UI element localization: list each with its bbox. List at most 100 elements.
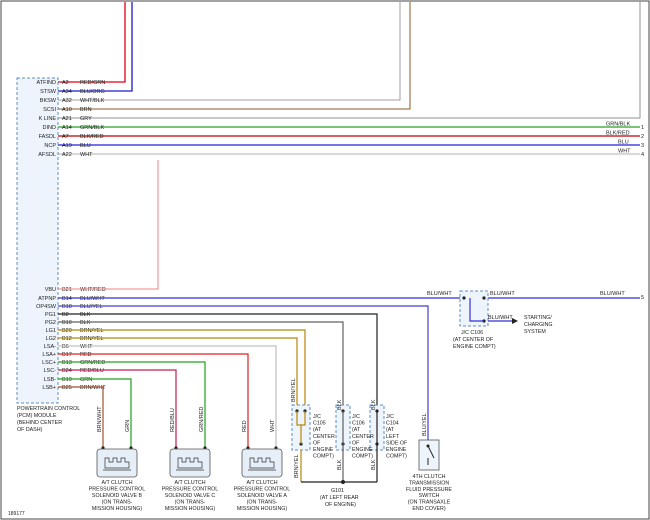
wire-b25 (58, 386, 104, 448)
pcm-wire-color: BLU/ORG (80, 89, 105, 95)
wire-a34 (58, 2, 133, 92)
output-1-wire: GRN/BLK (606, 122, 630, 128)
pcm-wire-color: GRN (80, 377, 92, 383)
solenoid-coil-icon (249, 457, 275, 469)
pcm-signal-name: OP4SW (36, 304, 57, 310)
output-2-wire: BLK/RED (606, 131, 630, 137)
pcm-signal-name: VBU (45, 287, 56, 293)
wire-b17 (58, 353, 249, 448)
pcm-signal-name: LSC+ (42, 360, 56, 366)
solenoid-caption-line: A/T CLUTCH (101, 480, 132, 486)
pcm-wire-color: BLK (80, 320, 91, 326)
pcm-signal-name: LSC- (43, 368, 56, 374)
junction-caption-line: J/C (313, 414, 321, 420)
solenoid-caption-line: SOLENOID VALVE C (165, 493, 216, 499)
solenoid-wire-label: RED/BLU (170, 408, 176, 432)
output-2-num: 2 (641, 134, 644, 140)
jc-c106-top-bridge (469, 298, 484, 322)
pcm-pin: B18 (62, 304, 72, 310)
wire-b13 (58, 361, 206, 448)
pcm-pin: A21 (62, 116, 72, 122)
pcm-signal-name: LG1 (46, 328, 56, 334)
ground-label-2: (AT LEFT REAR (320, 495, 359, 501)
junction-caption-line: CENTER (313, 434, 335, 440)
pcm-signal-name: LSA- (44, 344, 56, 350)
starting-label-2: CHARGING (524, 322, 553, 328)
pcm-pin: B21 (62, 287, 72, 293)
junction-caption-line: C105 (313, 421, 326, 427)
pcm-pin: B20 (62, 328, 72, 334)
solenoid-caption-line: MISSION HOUSING) (92, 506, 143, 512)
pcm-pin: B25 (62, 385, 72, 391)
pcm-pin: B2 (62, 312, 69, 318)
ground-g101: G101 (AT LEFT REAR OF ENGINE) (301, 470, 378, 508)
wire-a32 (58, 2, 401, 101)
solenoid-caption-line: MISSION HOUSING) (165, 506, 216, 512)
pcm-wire-color: BRN/YEL (80, 336, 104, 342)
wire-a21 (58, 2, 641, 119)
pcm-wire-color: GRN/RED (80, 360, 105, 366)
pcm-signal-name: K LINE (39, 116, 57, 122)
wire-b6 (58, 345, 277, 448)
wire-b18 (58, 305, 429, 440)
solenoid-caption-line: (ON TRANS- (247, 500, 278, 506)
arrow-icon (512, 318, 518, 324)
pcm-wire-color: WHT/RED (80, 287, 106, 293)
solenoid-coil-icon (177, 457, 203, 469)
pcm-wire-color: BRN (80, 107, 92, 113)
output-4-wire: WHT (618, 149, 631, 155)
switch-wire: BLU/YEL (422, 413, 428, 436)
junction-c104: BLK BLK (369, 399, 385, 470)
pcm-wire-color: BRN/YEL (80, 328, 104, 334)
junction-caption-line: C106 (352, 421, 365, 427)
pcm-pin: A14 (62, 125, 72, 131)
switch-blade-icon (427, 445, 435, 459)
jc-c104-wire-bottom: BLK (371, 459, 377, 470)
output-3-wire: BLU (618, 140, 629, 146)
ground-label-3: OF ENGINE) (325, 502, 356, 508)
switch-caption-line: TRANSMISSION (409, 480, 449, 486)
junction-caption-line: ENGINE (313, 447, 334, 453)
jc-c106-top-label-2: (AT CENTER OF (453, 337, 494, 343)
pcm-signal-name: BKSW (40, 98, 57, 104)
jc-c106-top-pin-2 (482, 296, 486, 300)
pcm-signal-name: PG1 (45, 312, 56, 318)
pcm-wire-color: WHT/BLK (80, 98, 105, 104)
solenoid-caption-line: (ON TRANS- (102, 500, 133, 506)
jc-c106-top-wire-left: BLU/WHT (427, 291, 452, 297)
junction-caption-line: LEFT (386, 434, 400, 440)
junction-c106: BLK BLK (335, 399, 351, 482)
wire-b2 (58, 313, 378, 405)
junction-caption-line: (AT (386, 427, 395, 433)
pcm-signal-name: ATPNP (38, 296, 56, 302)
output-5-num: 5 (641, 295, 644, 301)
jc-c106-top-pin-1 (462, 296, 466, 300)
pcm-pin: B12 (62, 336, 72, 342)
jc-c106-top-label-1: J/C C106 (461, 330, 483, 336)
output-3-num: 3 (641, 143, 644, 149)
pcm-label-1: POWERTRAIN CONTROL (17, 406, 80, 412)
junction-caption-line: COMPT) (352, 454, 373, 460)
pcm-label-4: OF DASH) (17, 427, 43, 433)
output-4-num: 4 (641, 152, 644, 158)
solenoid-body (169, 448, 211, 478)
pcm-wire-color: RED (80, 352, 92, 358)
pcm-signal-name: NCP (44, 143, 56, 149)
starting-label-3: SYSTEM (524, 329, 546, 335)
junction-caption-line: CENTER (352, 434, 374, 440)
pcm-pin: B17 (62, 352, 72, 358)
solenoid-caption-line: PRESSURE CONTROL (162, 487, 219, 493)
pcm-pin: B13 (62, 360, 72, 366)
jc-c104-wire-top: BLK (371, 399, 377, 410)
pcm-pin: A10 (62, 107, 72, 113)
junction-captions: J/CC105(ATCENTEROFENGINECOMPT)J/CC106(AT… (313, 414, 408, 460)
pcm-wire-color: GRN/BLK (80, 125, 104, 131)
solenoid-coil-icon (104, 457, 130, 469)
